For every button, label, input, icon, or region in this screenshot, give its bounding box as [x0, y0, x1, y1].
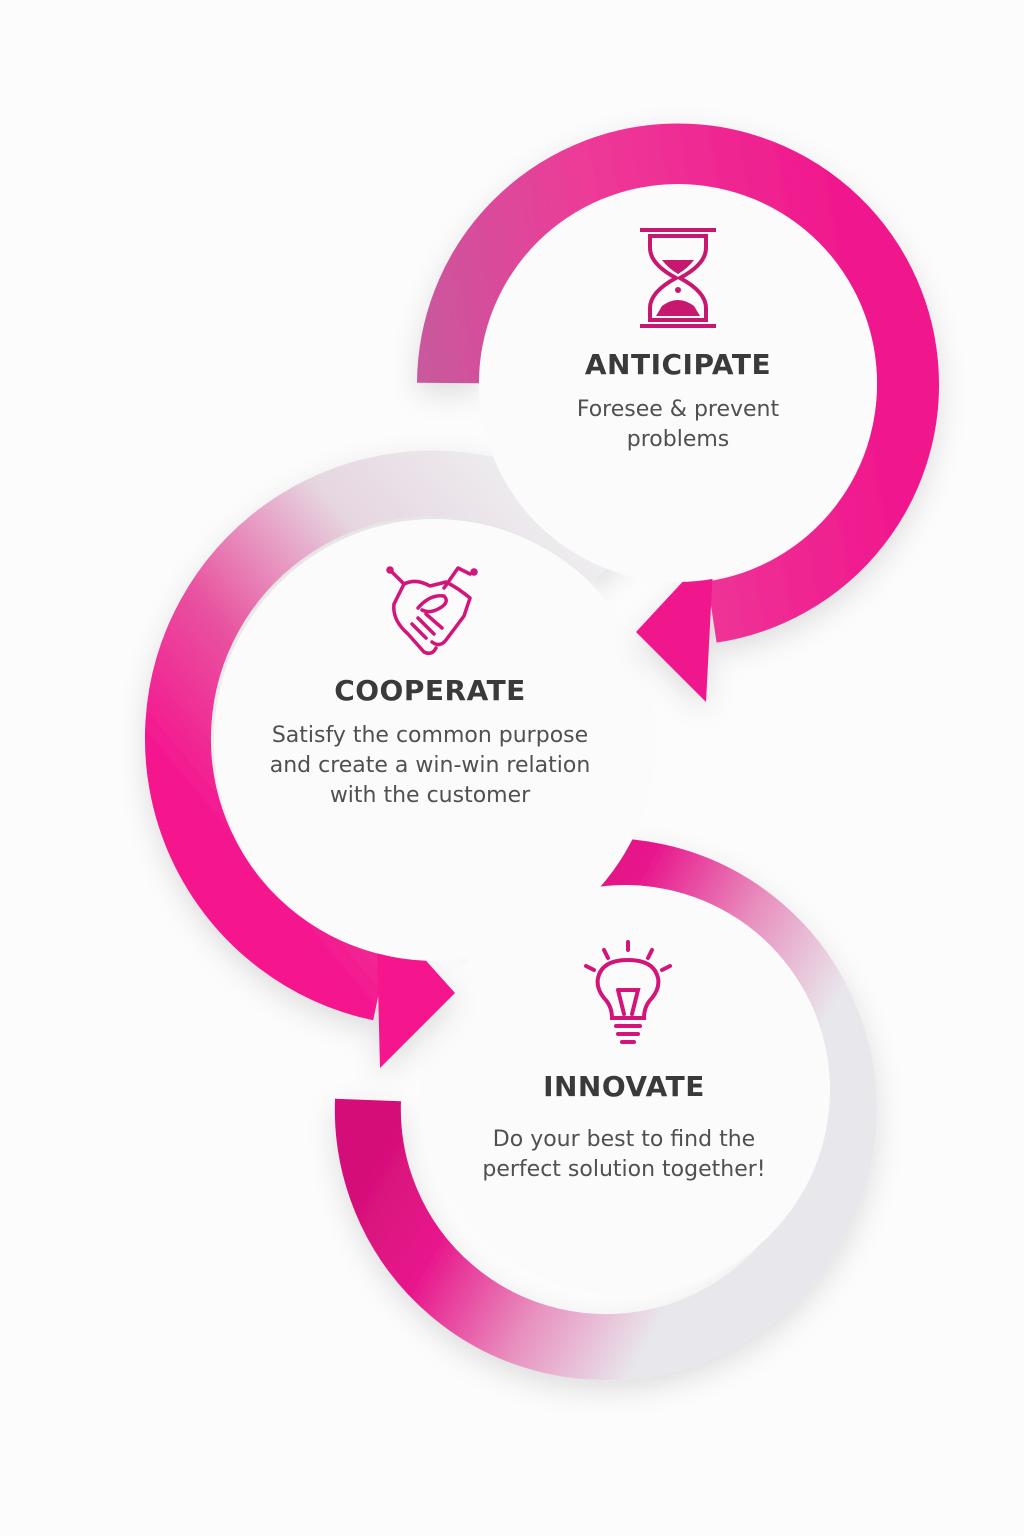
anticipate-arrowhead: [636, 548, 714, 702]
step-anticipate: ANTICIPATE Foresee & prevent problems: [528, 348, 828, 455]
cooperate-circle: [214, 519, 656, 961]
step-description: Do your best to find the perfect solutio…: [482, 1127, 766, 1182]
anticipate-ring: [417, 123, 939, 702]
innovate-circle: [420, 885, 830, 1295]
step-title: INNOVATE: [543, 1070, 705, 1103]
step-description: Satisfy the common purpose and create a …: [269, 723, 591, 808]
lightbulb-icon: [584, 940, 672, 1044]
step-title: ANTICIPATE: [584, 348, 772, 381]
anticipate-circle: [479, 184, 877, 582]
step-cooperate: COOPERATE Satisfy the common purpose and…: [250, 674, 610, 811]
step-description: Foresee & prevent problems: [576, 397, 780, 452]
handshake-icon: [386, 566, 478, 656]
hourglass-icon: [640, 228, 716, 328]
innovate-ring: [334, 838, 877, 1381]
step-innovate: INNOVATE Do your best to find the perfec…: [444, 1070, 804, 1185]
step-title: COOPERATE: [334, 674, 526, 707]
